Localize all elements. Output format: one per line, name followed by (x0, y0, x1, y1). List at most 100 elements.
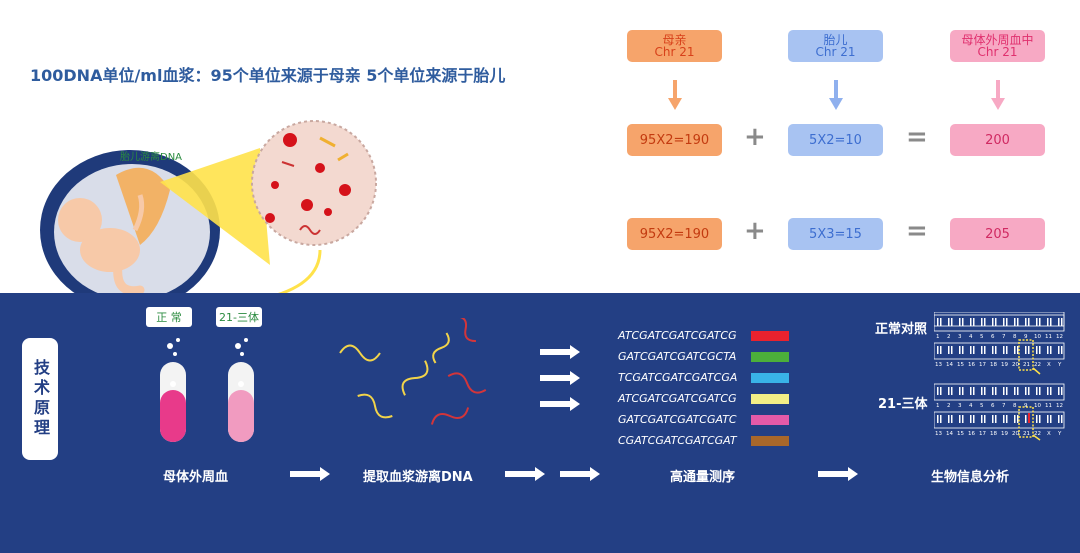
karyo-num: 14 (946, 431, 953, 437)
dna-fragment-icon (299, 225, 321, 235)
magnified-blood-circle (251, 120, 377, 246)
equals-sign: = (906, 122, 928, 152)
karyotype-grids: 1 2 3 4 5 6 7 8 9 10 11 12 13 14 15 16 1… (934, 312, 1065, 441)
karyo-num: 12 (1056, 334, 1063, 340)
right-arrow-icon (540, 345, 580, 359)
mother-label-line2: Chr 21 (654, 45, 695, 59)
dna-fragment-icon (281, 161, 295, 167)
fetus-label-line1: 胎儿 (823, 33, 848, 47)
karyo-num: 1 (936, 334, 940, 340)
dna-strand-icon (357, 393, 393, 419)
karyo-num: 19 (1001, 431, 1008, 437)
karyo-num: 10 (1034, 403, 1041, 409)
step-bioinformatics: 生物信息分析 (931, 470, 1010, 485)
karyo-num: 20 (1012, 362, 1019, 368)
down-arrow-icon (829, 80, 843, 110)
karyo-num: 6 (991, 403, 995, 409)
blood-cell-icon (301, 199, 313, 211)
dna-strand-icon (447, 372, 487, 394)
test-tubes (160, 338, 254, 442)
karyo-num: 6 (991, 334, 995, 340)
principle-side-tab: 技术原理 (22, 338, 58, 460)
karyo-num: 20 (1012, 431, 1019, 437)
karyo-num: 4 (969, 403, 973, 409)
karyo-num: 9 (1024, 403, 1028, 409)
fetus-value-trisomy: 5X3=15 (788, 218, 883, 250)
karyo-num: 13 (935, 362, 942, 368)
step-extract-cfdna: 提取血浆游离DNA (363, 470, 473, 485)
karyo-num: 7 (1002, 403, 1006, 409)
right-arrow-icon (560, 467, 600, 481)
karyo-num: 11 (1045, 334, 1052, 340)
to-sequencing-arrows (540, 345, 580, 411)
chr21-highlight-normal (1018, 339, 1034, 371)
karyo-num: 5 (980, 403, 984, 409)
sequence-read: GATCGATCGATCGATC (618, 413, 737, 426)
extra-chromosome-21 (1028, 413, 1030, 423)
karyo-num: 1 (936, 403, 940, 409)
karyo-num: 18 (990, 362, 997, 368)
karyo-num: 9 (1024, 334, 1028, 340)
sequence-color-bar (751, 373, 789, 383)
fetus-head (58, 198, 102, 242)
total-value-normal: 200 (950, 124, 1045, 156)
plus-sign: + (744, 216, 766, 246)
down-arrow-icon (668, 80, 682, 110)
equals-sign: = (906, 216, 928, 246)
karyo-num: 22 (1034, 362, 1041, 368)
karyo-num: 18 (990, 431, 997, 437)
karyo-num: 15 (957, 362, 964, 368)
karyo-num: X (1047, 362, 1051, 368)
karyo-num: X (1047, 431, 1051, 437)
dna-strand-icon (432, 332, 450, 364)
karyo-num: 21 (1023, 431, 1030, 437)
maternal-blood-chr21-label: 母体外周血中 Chr 21 (950, 30, 1045, 62)
fetus-body (80, 228, 140, 272)
headline: 100DNA单位/ml血浆：95个单位来源于母亲 5个单位来源于胎儿 (30, 66, 506, 85)
karyo-num: 12 (1056, 403, 1063, 409)
sequence-color-bar (751, 352, 789, 362)
blood-cell-icon (315, 163, 325, 173)
dna-fragment-icon (337, 152, 349, 162)
karyo-num: 4 (969, 334, 973, 340)
mother-chr21-label: 母亲 Chr 21 (627, 30, 722, 62)
karyo-num: 17 (979, 362, 986, 368)
karyo-num: 21 (1023, 362, 1030, 368)
mother-value-normal: 95X2=190 (627, 124, 722, 156)
karyo-num: 19 (1001, 362, 1008, 368)
total-value-trisomy: 205 (950, 218, 1045, 250)
down-arrow-icon (991, 80, 1005, 110)
umbilical-cord (132, 194, 145, 232)
sequence-color-bar (751, 436, 789, 446)
sequence-read: TCGATCGATCGATCGA (618, 371, 738, 384)
blood-cell-icon (271, 181, 279, 189)
mother-label-line1: 母亲 (662, 33, 687, 47)
step-maternal-blood: 母体外周血 (163, 470, 229, 485)
karyo-num: 3 (958, 403, 962, 409)
sequence-color-bar (751, 331, 789, 341)
dna-fragment-icon (319, 136, 336, 148)
karyo-num: 22 (1034, 431, 1041, 437)
karyo-num: 7 (1002, 334, 1006, 340)
maternal-blood-label-line2: Chr 21 (977, 45, 1018, 59)
sequence-read: GATCGATCGATCGCTA (618, 350, 737, 363)
sequence-read: CGATCGATCGATCGAT (618, 434, 737, 447)
right-arrow-icon (290, 467, 330, 481)
karyo-num: 2 (947, 334, 951, 340)
plus-sign: + (744, 122, 766, 152)
right-arrow-icon (540, 397, 580, 411)
karyo-num: 2 (947, 403, 951, 409)
trisomy-tag: 21-三体 (216, 307, 262, 327)
dna-fragments (339, 318, 487, 425)
fetal-dna-label: 胎儿游离DNA (120, 152, 183, 163)
sequence-color-bar (751, 394, 789, 404)
normal-tag: 正 常 (146, 307, 192, 327)
blood-cell-icon (283, 133, 297, 147)
sequence-color-bar (751, 415, 789, 425)
fetus-leg (113, 260, 145, 296)
zoom-beam (160, 148, 270, 265)
fetus-chr21-label: 胎儿 Chr 21 (788, 30, 883, 62)
right-arrow-icon (818, 467, 858, 481)
blood-cell-icon (324, 208, 332, 216)
blood-cell-icon (339, 184, 351, 196)
